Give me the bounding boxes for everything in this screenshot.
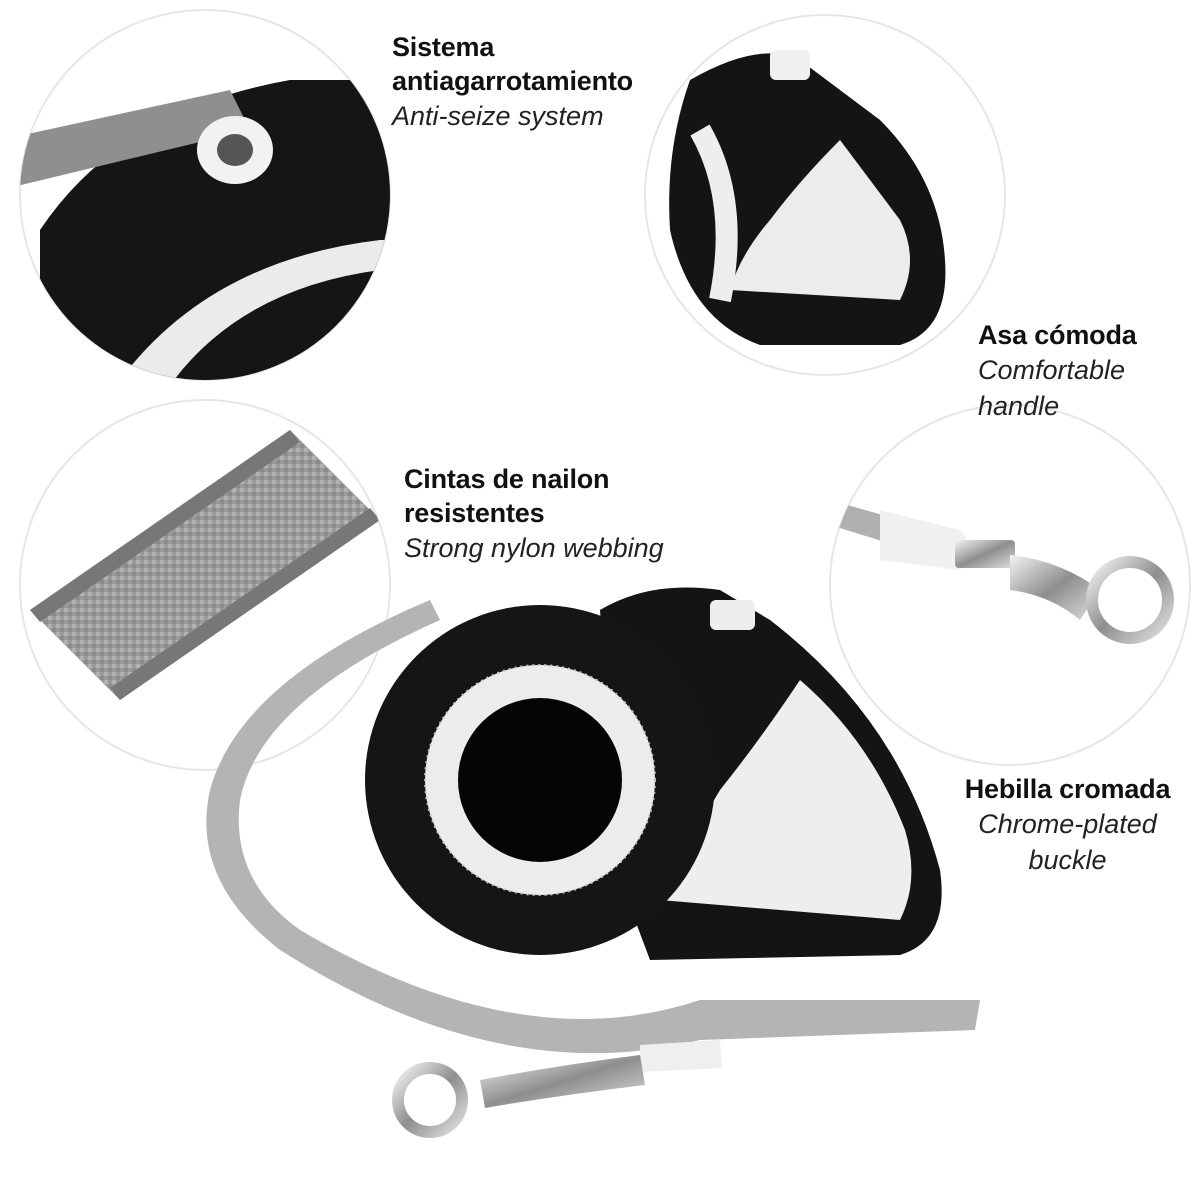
handle-subtitle-line1: Comfortable xyxy=(978,355,1126,385)
feature-nylon: Cintas de nailon resistentes Strong nylo… xyxy=(404,462,664,566)
buckle-subtitle-line2: buckle xyxy=(1028,845,1107,875)
nylon-title-line1: Cintas de nailon xyxy=(404,464,610,494)
handle-title: Asa cómoda xyxy=(978,320,1137,350)
main-leash-body xyxy=(365,587,942,960)
anti-seize-title-line2: antiagarrotamiento xyxy=(392,66,633,96)
main-leash-buckle xyxy=(392,1055,645,1138)
detail-circle-handle xyxy=(644,14,1006,376)
anti-seize-title-line1: Sistema xyxy=(392,32,495,62)
buckle-subtitle-line1: Chrome-plated xyxy=(978,809,1157,839)
buckle-title: Hebilla cromada xyxy=(964,774,1171,804)
nylon-subtitle: Strong nylon webbing xyxy=(404,533,664,563)
handle-subtitle-line2: handle xyxy=(978,391,1060,421)
feature-handle: Asa cómoda Comfortable handle xyxy=(978,318,1137,424)
detail-circle-buckle xyxy=(829,404,1191,766)
feature-buckle: Hebilla cromada Chrome-plated buckle xyxy=(945,772,1190,878)
detail-circle-nylon xyxy=(19,399,391,771)
main-leash-strap xyxy=(206,600,980,1072)
detail-circle-anti-seize xyxy=(19,9,391,381)
anti-seize-subtitle: Anti-seize system xyxy=(392,101,604,131)
nylon-title-line2: resistentes xyxy=(404,498,545,528)
feature-anti-seize: Sistema antiagarrotamiento Anti-seize sy… xyxy=(392,30,633,134)
